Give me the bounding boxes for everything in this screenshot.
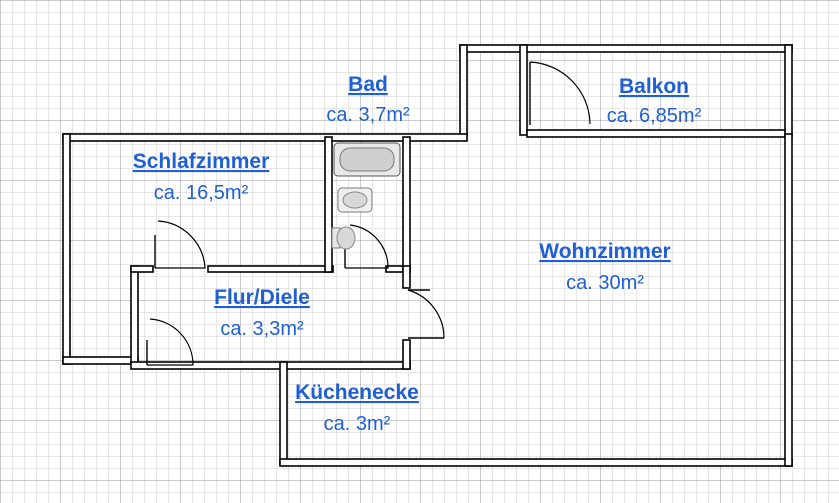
- room-name-schlafzimmer: Schlafzimmer: [133, 150, 270, 173]
- wall-kitchen-left: [279, 361, 288, 465]
- balkon-bottom: [526, 129, 786, 138]
- walls: [62, 44, 793, 467]
- room-area-flur: ca. 3,3m²: [220, 318, 304, 340]
- room-area-schlafzimmer: ca. 16,5m²: [154, 182, 249, 204]
- room-name-wohnzimmer: Wohnzimmer: [539, 240, 670, 263]
- balkon-railing-top: [459, 44, 793, 53]
- room-area-wohnzimmer: ca. 30m²: [566, 272, 644, 294]
- room-area-balkon: ca. 6,85m²: [607, 105, 702, 127]
- room-area-kueche: ca. 3m²: [324, 413, 391, 435]
- wall-schlaf-flur-2: [207, 265, 334, 273]
- wall-flur-left: [130, 265, 139, 365]
- wall-right: [784, 133, 793, 467]
- wall-bad-left: [324, 136, 333, 273]
- door-wohnzimmer[interactable]: [407, 289, 445, 339]
- room-name-bad: Bad: [348, 73, 388, 96]
- toilet-icon: [331, 226, 356, 250]
- wall-flur-right-lower: [402, 339, 411, 370]
- room-area-bad: ca. 3,7m²: [326, 104, 410, 126]
- door-schlafzimmer[interactable]: [154, 220, 206, 269]
- wall-flur-right-upper: [402, 265, 411, 289]
- wall-left: [62, 133, 71, 365]
- door-flur-entrance[interactable]: [146, 318, 194, 366]
- balkon-railing-left: [459, 44, 468, 136]
- room-name-balkon: Balkon: [619, 75, 689, 98]
- balkon-railing-right: [784, 44, 793, 138]
- wall-schlaf-flur: [130, 265, 154, 273]
- bathtub-icon: [333, 142, 401, 177]
- door-balkon[interactable]: [529, 61, 591, 125]
- wall-bottom: [279, 458, 793, 467]
- room-name-flur: Flur/Diele: [214, 286, 310, 309]
- wall-bottom-left: [62, 356, 139, 365]
- room-name-kueche: Küchenecke: [295, 381, 419, 404]
- sink-icon: [337, 187, 373, 213]
- wall-bad-right: [402, 136, 411, 273]
- balkon-wall-inner: [519, 44, 528, 136]
